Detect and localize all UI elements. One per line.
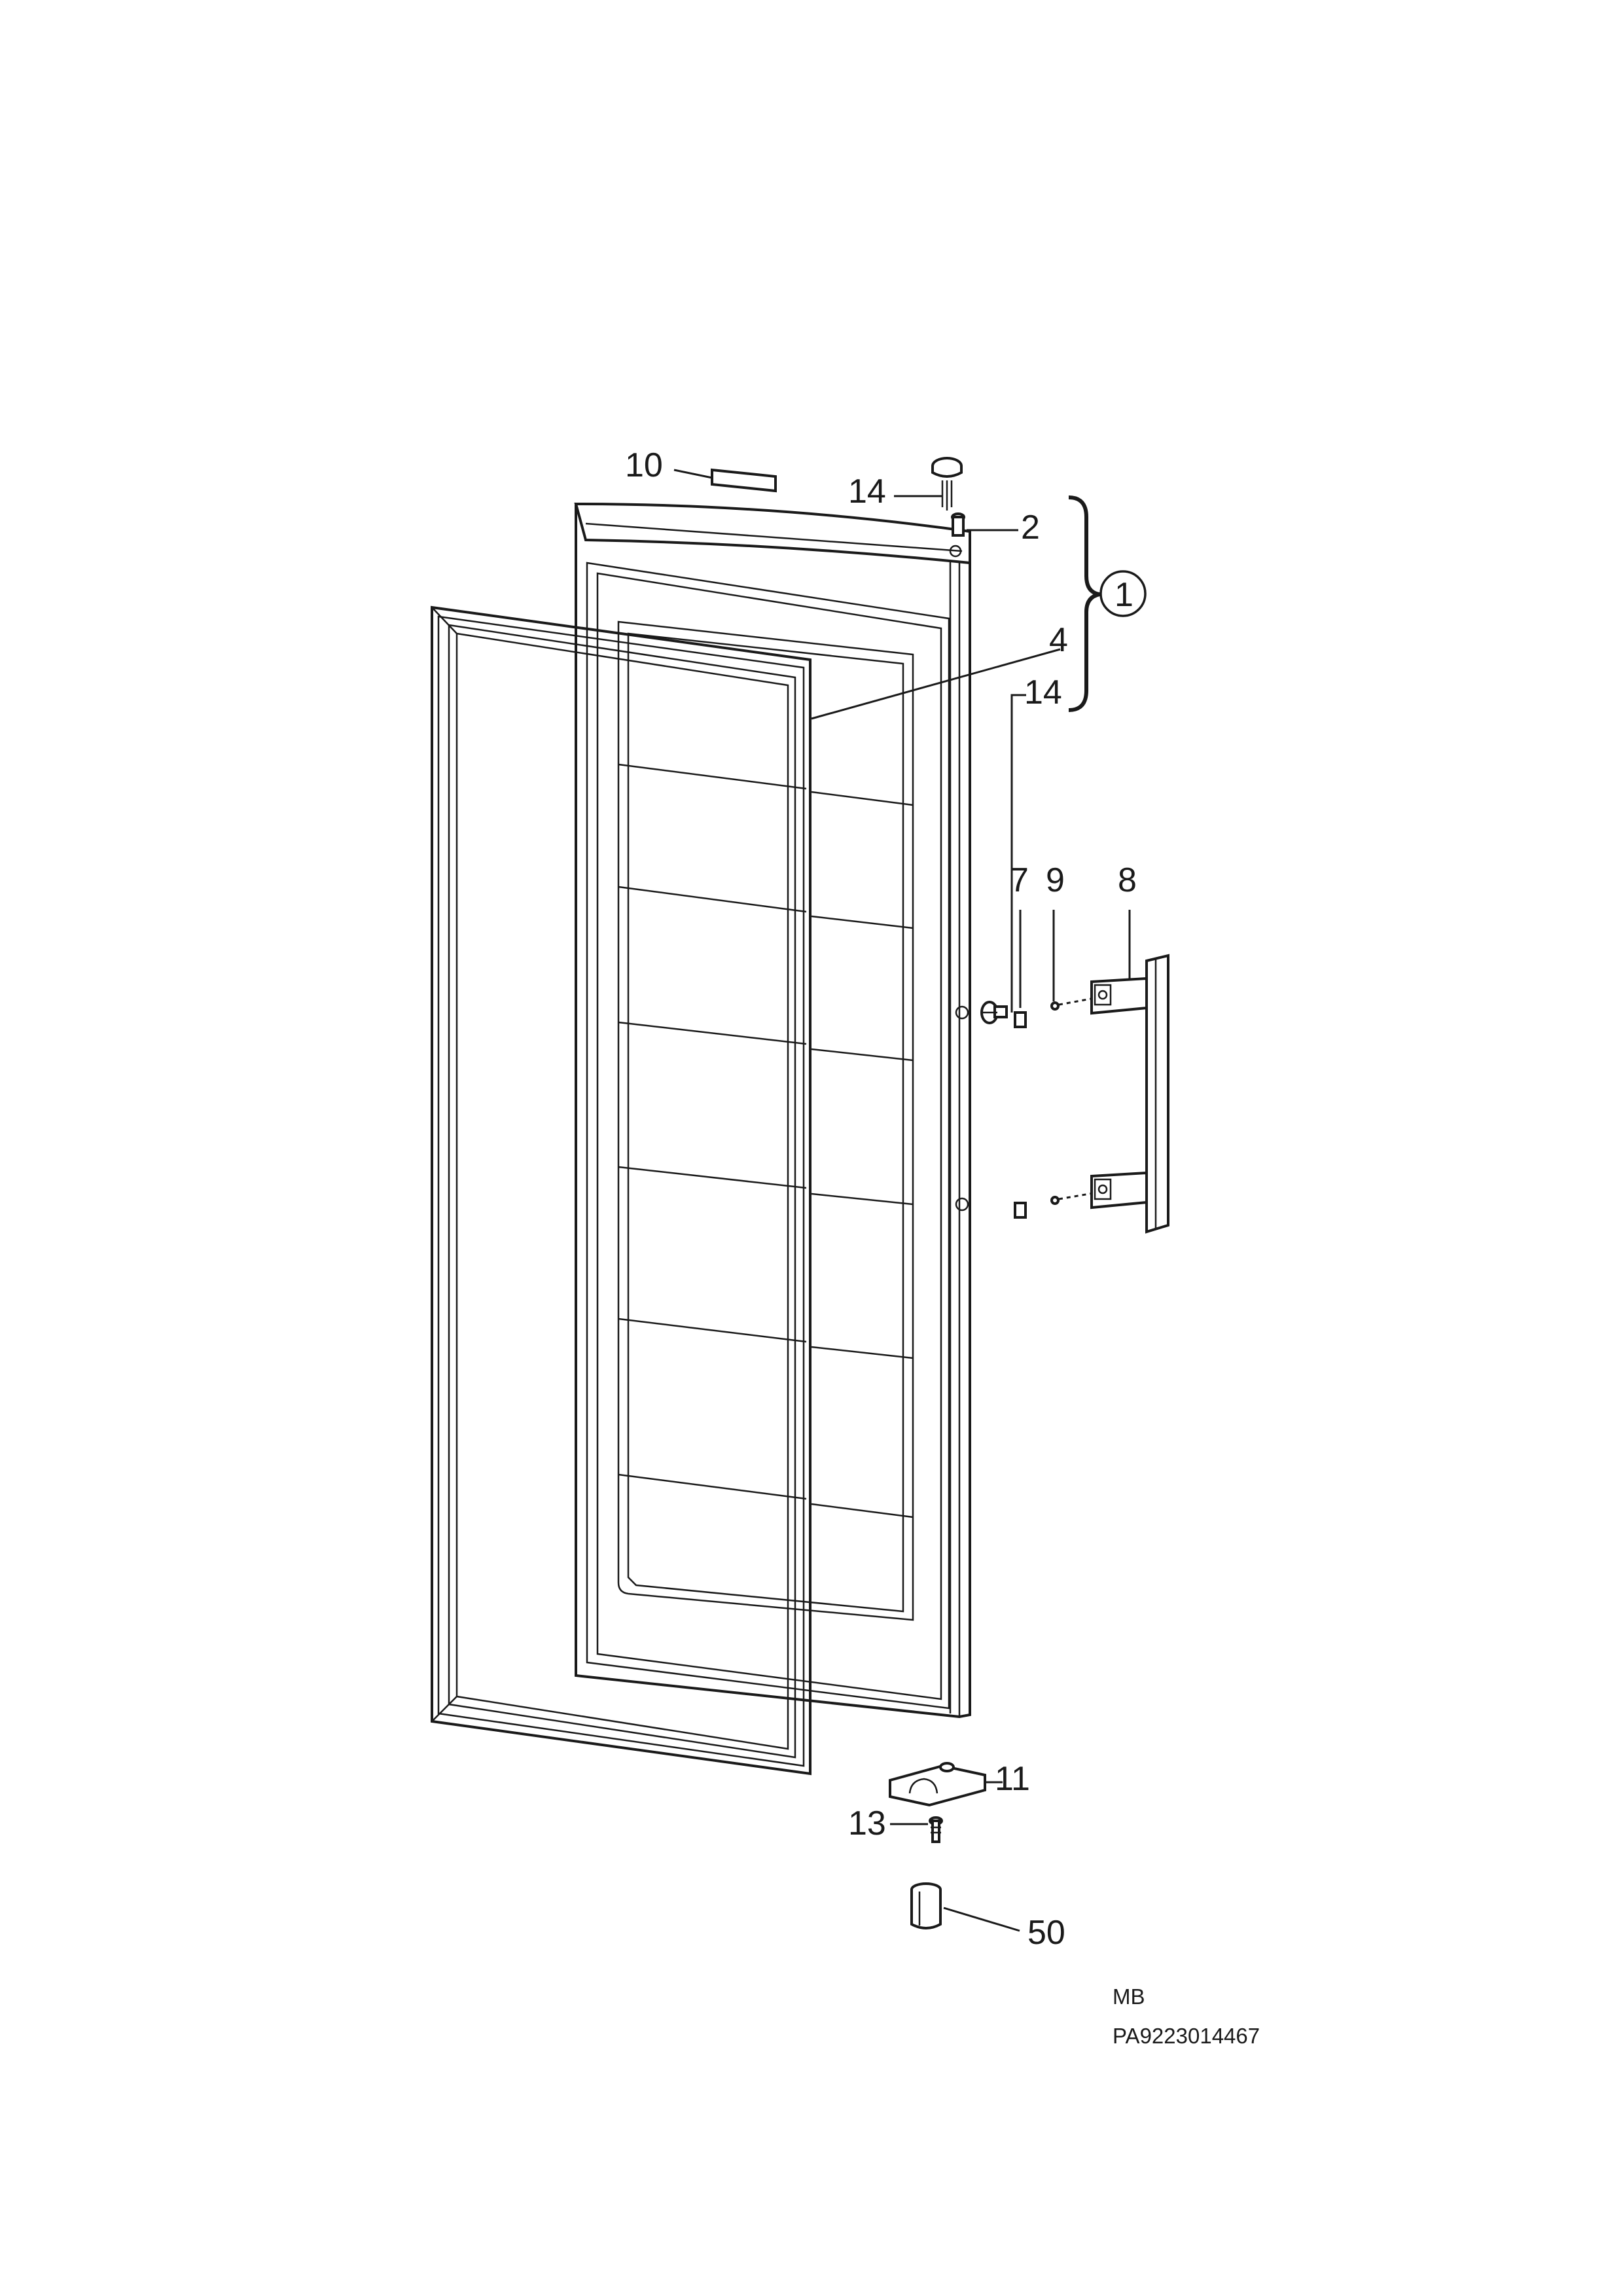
part-13-screw (929, 1816, 943, 1843)
callout-1: 1 (1115, 576, 1133, 614)
leader-lines (673, 469, 1131, 1932)
callout-7: 7 (1010, 861, 1029, 899)
door-gasket (431, 605, 812, 1776)
callout-50: 50 (1027, 1914, 1065, 1952)
part-9-screws (1050, 994, 1113, 1205)
door-panel (574, 502, 971, 1719)
callout-2: 2 (1021, 509, 1040, 547)
part-10-top-cover (711, 468, 777, 493)
callout-9: 9 (1046, 861, 1065, 899)
part-14-hinge-cap (931, 457, 963, 511)
callout-11: 11 (995, 1760, 1030, 1798)
part-8-handle (1090, 954, 1169, 1234)
part-14-screw (980, 1001, 1008, 1024)
callout-labels: 10 14 2 1 4 14 7 9 8 11 13 50 (625, 446, 1137, 1952)
part-50-cap (910, 1882, 942, 1929)
assembly-1-brace (1068, 495, 1147, 712)
callout-14-top: 14 (848, 473, 886, 511)
callout-13: 13 (848, 1804, 886, 1842)
reference-part-number: PA9223014467 (1113, 2024, 1260, 2048)
part-2-pin (951, 512, 965, 537)
door-shelf-lines (618, 763, 914, 1518)
callout-8: 8 (1118, 861, 1137, 899)
callout-4: 4 (1049, 621, 1068, 659)
callout-14-side: 14 (1024, 673, 1062, 711)
reference-code: MB (1113, 1984, 1145, 2009)
part-7-plugs (1014, 1011, 1027, 1219)
callout-10: 10 (625, 446, 663, 484)
part-11-hinge-bracket (889, 1762, 986, 1807)
reference-block: MB PA9223014467 (1113, 1984, 1260, 2048)
